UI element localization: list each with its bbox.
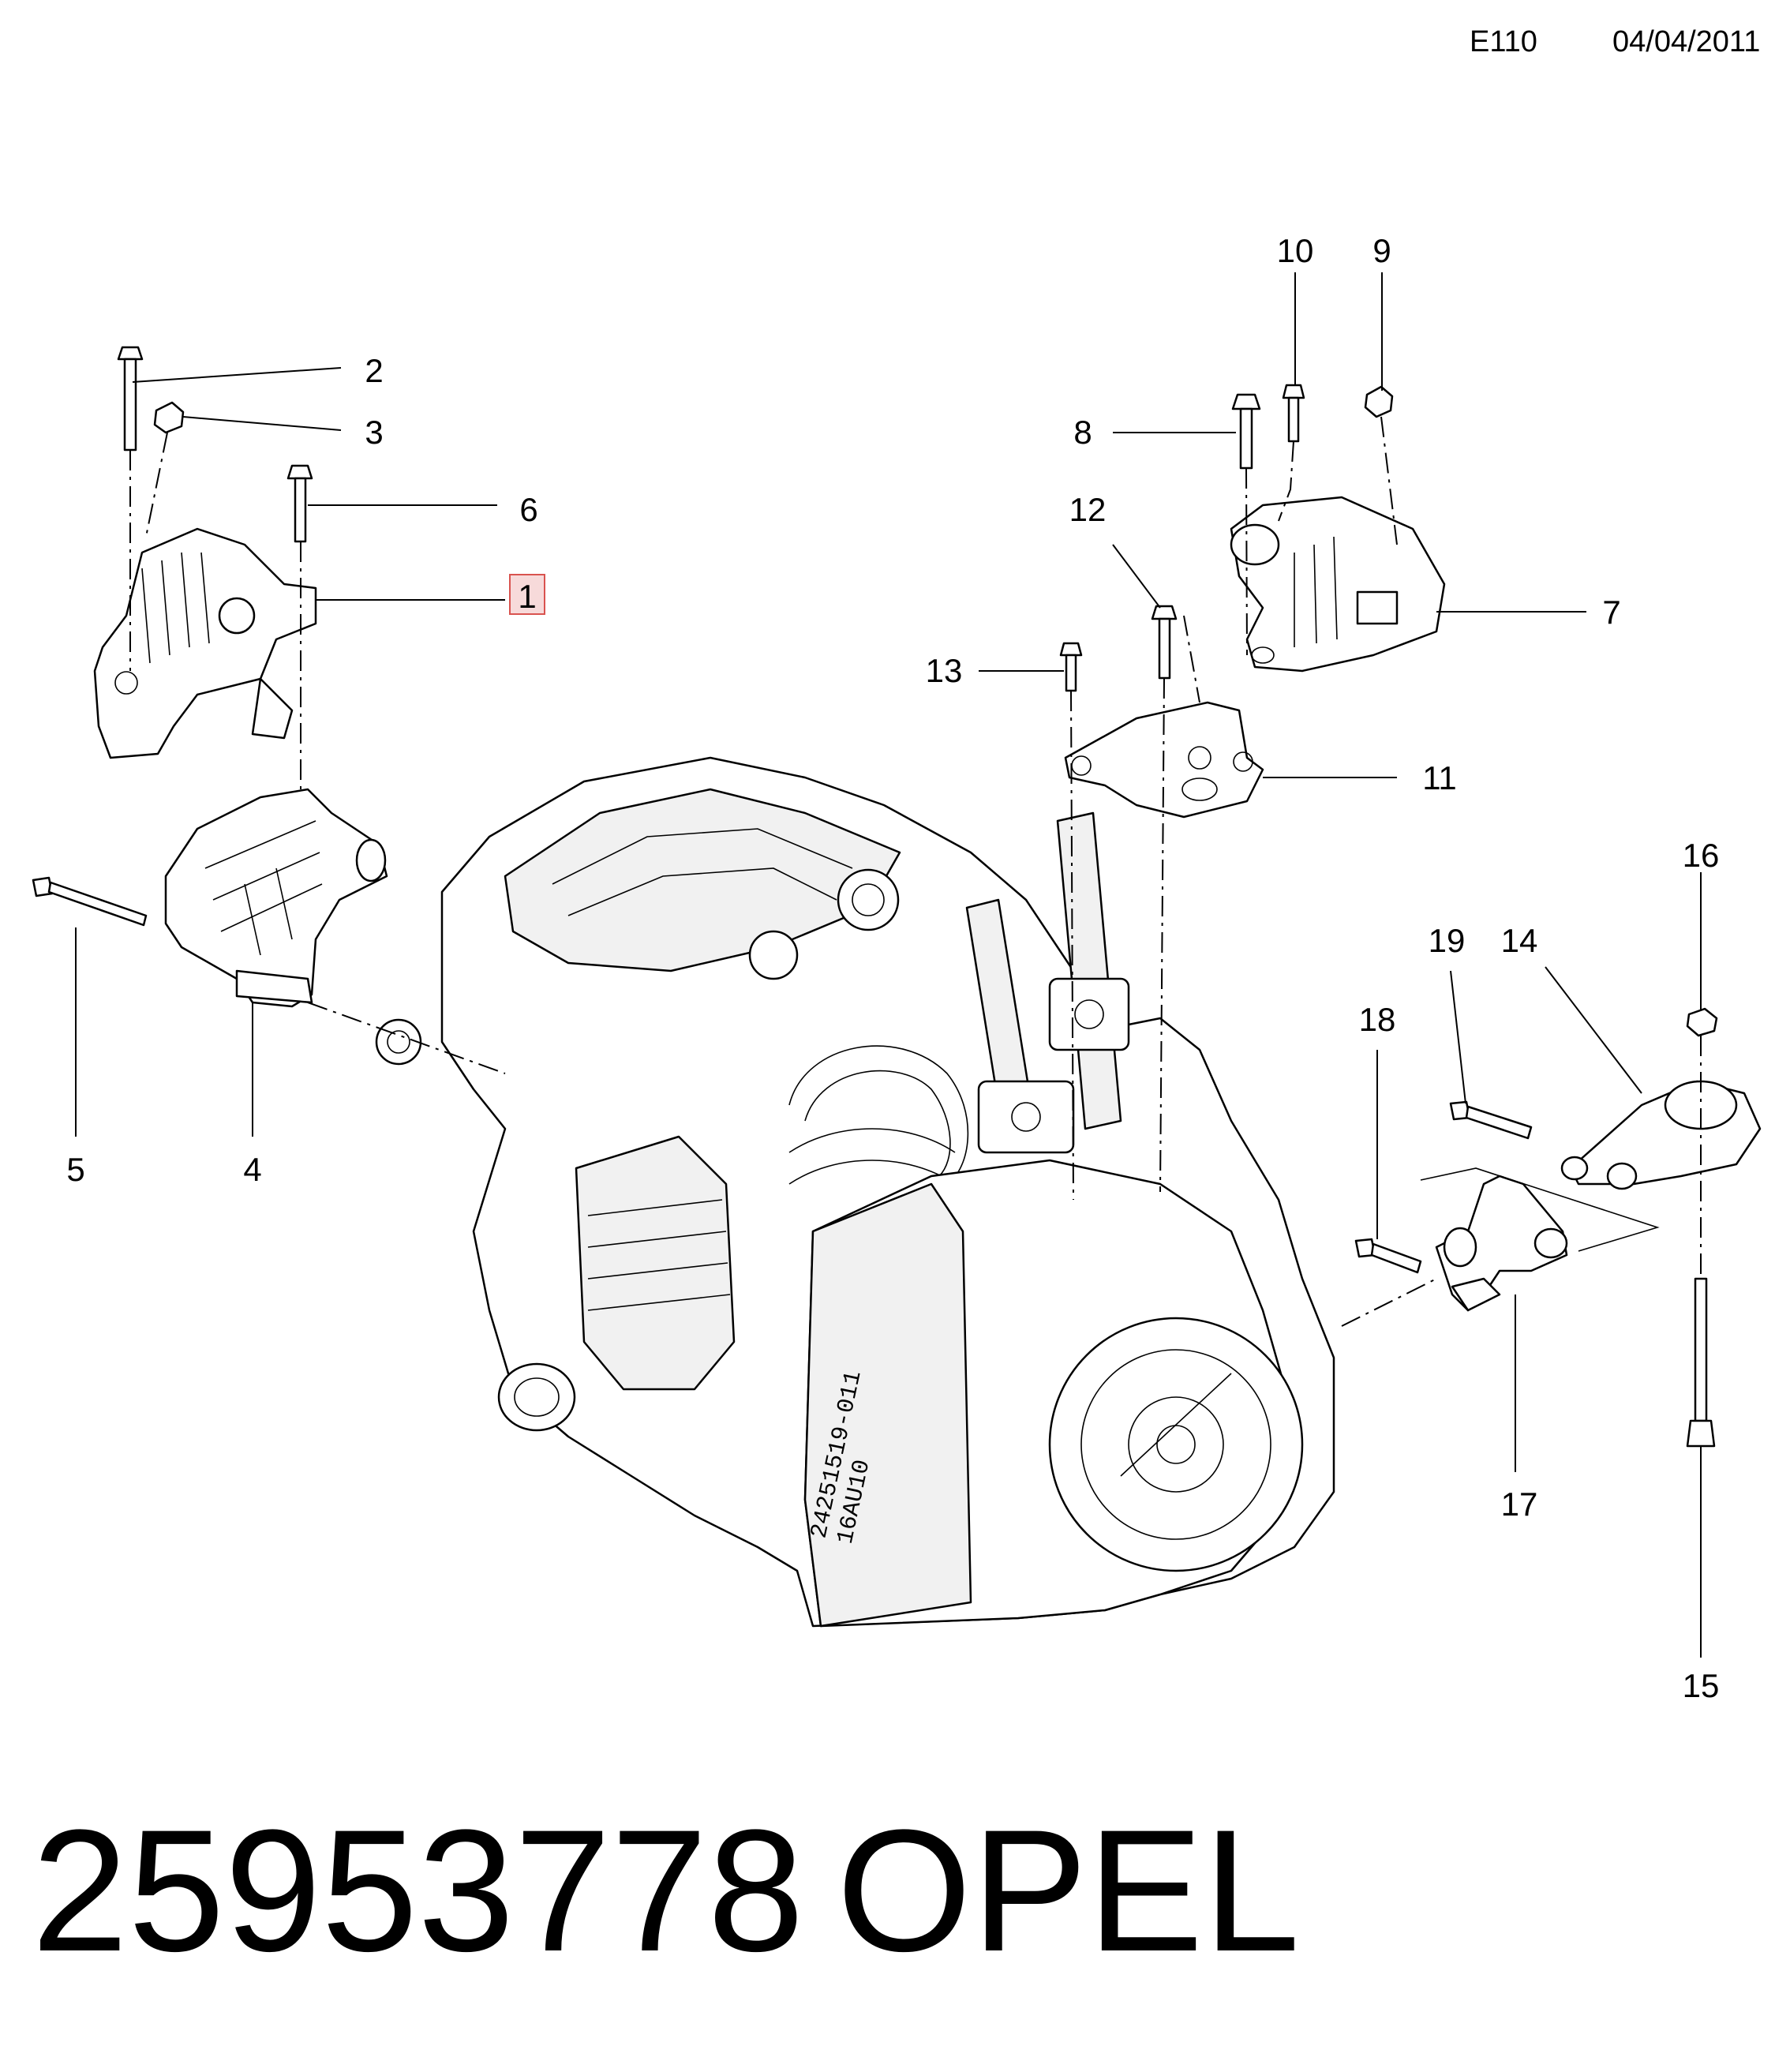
bolt-5[interactable] — [32, 876, 148, 927]
callout-4[interactable]: 4 — [243, 1151, 261, 1188]
nut-9[interactable] — [1364, 385, 1394, 418]
bolt-10[interactable] — [1282, 384, 1305, 443]
nut-3[interactable] — [153, 401, 185, 434]
bolt-8[interactable] — [1231, 393, 1261, 470]
bolt-15[interactable] — [1686, 1277, 1716, 1448]
callout-10[interactable]: 10 — [1277, 232, 1314, 269]
bolt-13[interactable] — [1059, 642, 1083, 692]
callout-9[interactable]: 9 — [1372, 232, 1391, 269]
callout-18[interactable]: 18 — [1359, 1001, 1396, 1038]
transmission-mount[interactable] — [1230, 496, 1446, 673]
bolt-12[interactable] — [1151, 605, 1178, 680]
callout-17[interactable]: 17 — [1501, 1486, 1538, 1523]
callout-14[interactable]: 14 — [1501, 922, 1538, 959]
callout-12[interactable]: 12 — [1069, 491, 1107, 528]
diagram-code: E110 — [1470, 25, 1537, 58]
bolt-18[interactable] — [1354, 1238, 1422, 1274]
engine-mount-left[interactable] — [93, 527, 317, 759]
callout-7[interactable]: 7 — [1602, 594, 1620, 631]
bolt-2[interactable] — [117, 346, 144, 451]
part-number: 25953778 — [32, 1793, 804, 1988]
callout-11[interactable]: 11 — [1422, 759, 1457, 796]
callout-15[interactable]: 15 — [1683, 1667, 1720, 1704]
callout-8[interactable]: 8 — [1073, 414, 1092, 451]
callout-6[interactable]: 6 — [519, 491, 537, 528]
callout-5[interactable]: 5 — [66, 1151, 84, 1188]
engine-mount-bracket[interactable] — [164, 788, 388, 1008]
callout-1-highlight — [509, 574, 545, 615]
callout-16[interactable]: 16 — [1683, 837, 1720, 874]
callout-19[interactable]: 19 — [1429, 922, 1466, 959]
callout-1[interactable]: 1 — [518, 578, 536, 615]
bolt-6[interactable] — [286, 464, 313, 543]
rear-mount[interactable] — [1560, 1080, 1762, 1190]
nut-16[interactable] — [1686, 1007, 1718, 1037]
brand-name: OPEL — [837, 1793, 1300, 1988]
engine-transaxle-assembly: 24251519-011 16AU10 — [375, 756, 1335, 1628]
diagram-date: 04/04/2011 — [1612, 25, 1761, 58]
bolt-19[interactable] — [1449, 1100, 1533, 1140]
rear-mount-bracket[interactable] — [1420, 1167, 1660, 1312]
callout-2[interactable]: 2 — [365, 352, 383, 389]
callout-3[interactable]: 3 — [365, 414, 383, 451]
callout-13[interactable]: 13 — [926, 652, 963, 689]
